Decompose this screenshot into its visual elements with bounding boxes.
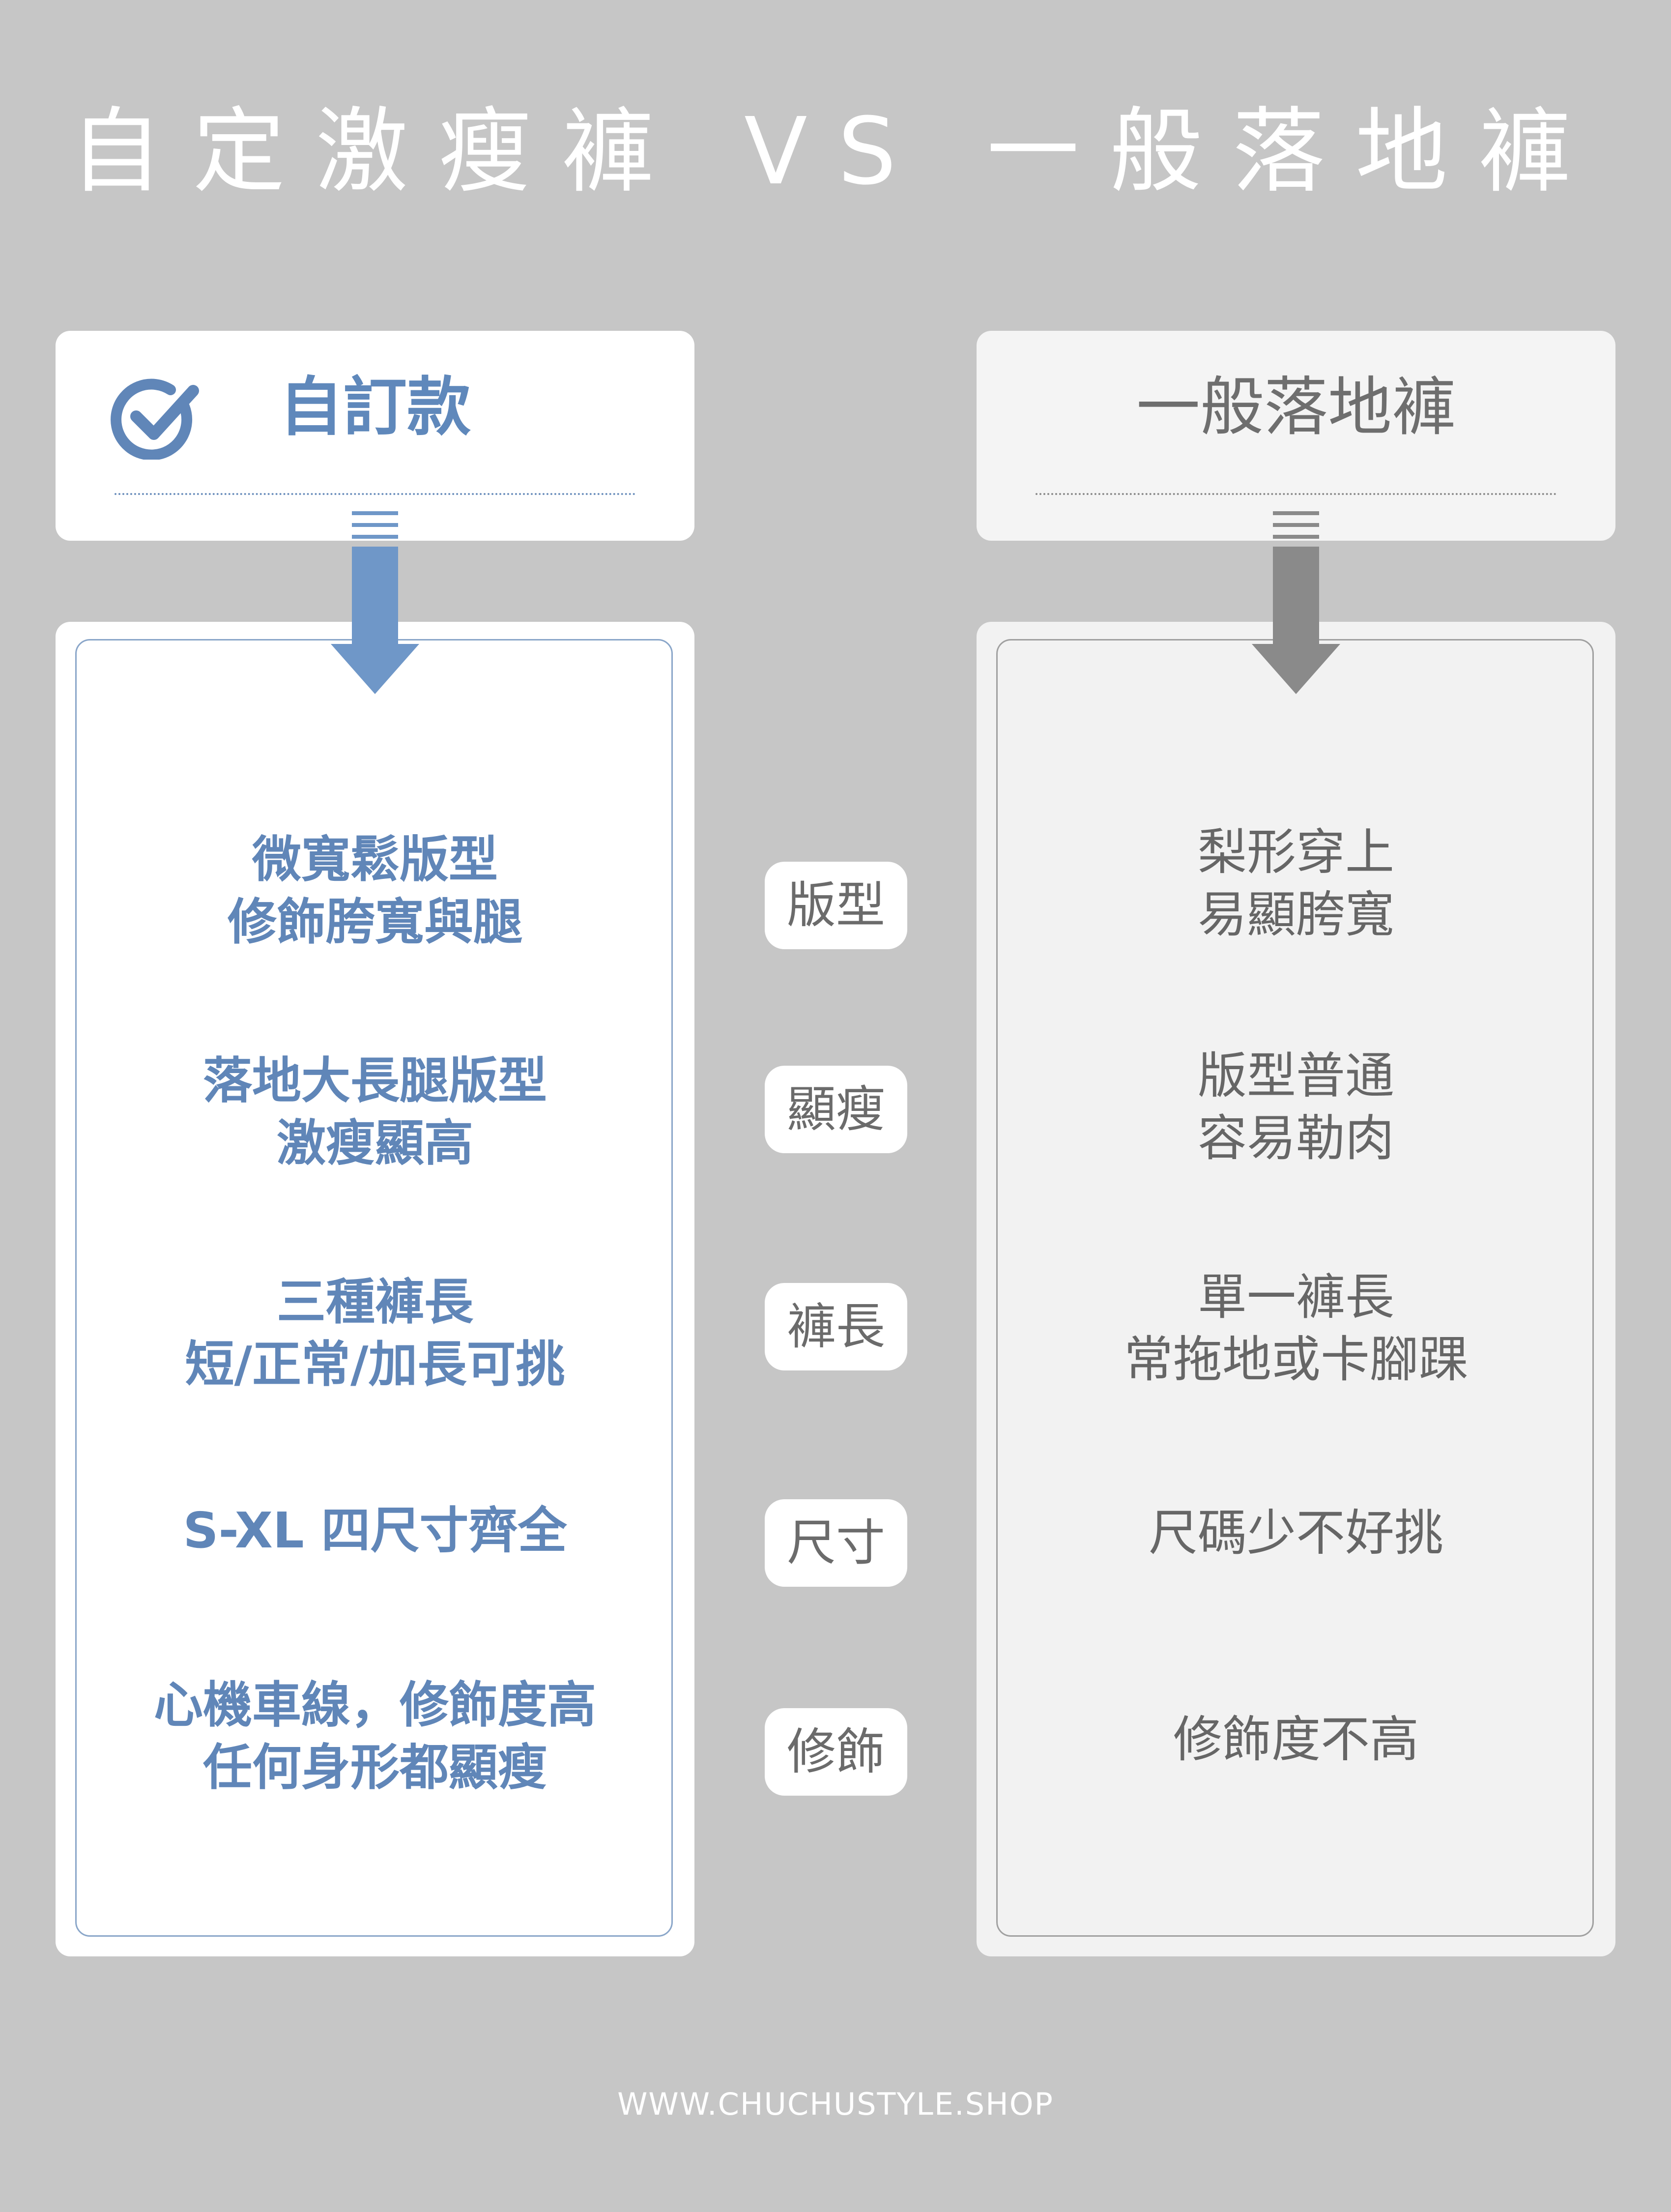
category-badge-length: 褲長: [765, 1283, 907, 1370]
custom-arrow-down-icon: [331, 511, 419, 694]
regular-slimming-text: 版型普通 容易勒肉: [977, 1045, 1615, 1169]
regular-arrow-down-icon: [1252, 511, 1340, 694]
custom-header-divider: [115, 493, 635, 495]
custom-header-label: 自訂款: [279, 370, 471, 444]
regular-length-text: 單一褲長 常拖地或卡腳踝: [977, 1266, 1615, 1391]
category-badge-size: 尺寸: [765, 1499, 907, 1587]
category-badge-slimming: 顯瘦: [765, 1066, 907, 1153]
regular-size-line-1: 尺碼少不好挑: [1149, 1504, 1443, 1562]
regular-fit-text: 梨形穿上 易顯胯寬: [977, 821, 1615, 946]
page-title: 自定激瘦褲 VS 一般落地褲: [70, 98, 1601, 205]
custom-fit-text: 微寬鬆版型 修飾胯寬與腿: [56, 828, 694, 953]
regular-header-card: 一般落地褲: [977, 331, 1615, 541]
custom-flattering-line-2: 任何身形都顯瘦: [203, 1739, 547, 1796]
custom-body-card: [56, 622, 694, 1956]
regular-header-divider: [1036, 493, 1556, 495]
regular-length-line-2: 常拖地或卡腳踝: [1124, 1331, 1468, 1388]
custom-slimming-line-1: 落地大長腿版型: [203, 1052, 547, 1109]
regular-slimming-line-2: 容易勒肉: [1198, 1109, 1394, 1167]
custom-length-text: 三種褲長 短/正常/加長可挑: [56, 1271, 694, 1396]
regular-flattering-text: 修飾度不高: [977, 1708, 1615, 1771]
footer-website: WWW.CHUCHUSTYLE.SHOP: [617, 2086, 1054, 2122]
regular-fit-line-2: 易顯胯寬: [1198, 886, 1394, 943]
regular-body-card: [977, 622, 1615, 1956]
check-circle-icon: [111, 378, 199, 460]
custom-size-line-1: S-XL 四尺寸齊全: [183, 1502, 567, 1559]
regular-length-line-1: 單一褲長: [1198, 1268, 1394, 1326]
regular-flattering-line-1: 修飾度不高: [1173, 1711, 1419, 1768]
custom-header-card: 自訂款: [56, 331, 694, 541]
custom-fit-line-2: 修飾胯寬與腿: [228, 893, 522, 951]
custom-flattering-text: 心機車線，修飾度高 任何身形都顯瘦: [56, 1674, 694, 1799]
custom-slimming-text: 落地大長腿版型 激瘦顯高: [56, 1049, 694, 1174]
custom-slimming-line-2: 激瘦顯高: [277, 1114, 473, 1172]
regular-header-label: 一般落地褲: [1136, 370, 1456, 444]
regular-size-text: 尺碼少不好挑: [977, 1502, 1615, 1564]
regular-slimming-line-1: 版型普通: [1198, 1047, 1394, 1105]
custom-fit-line-1: 微寬鬆版型: [252, 831, 498, 888]
custom-size-text: S-XL 四尺寸齊全: [56, 1499, 694, 1562]
category-badge-flattering: 修飾: [765, 1708, 907, 1796]
custom-length-line-2: 短/正常/加長可挑: [185, 1336, 565, 1393]
custom-flattering-line-1: 心機車線，修飾度高: [154, 1676, 596, 1734]
regular-fit-line-1: 梨形穿上: [1198, 823, 1394, 881]
category-badge-fit: 版型: [765, 862, 907, 949]
custom-length-line-1: 三種褲長: [277, 1273, 473, 1331]
